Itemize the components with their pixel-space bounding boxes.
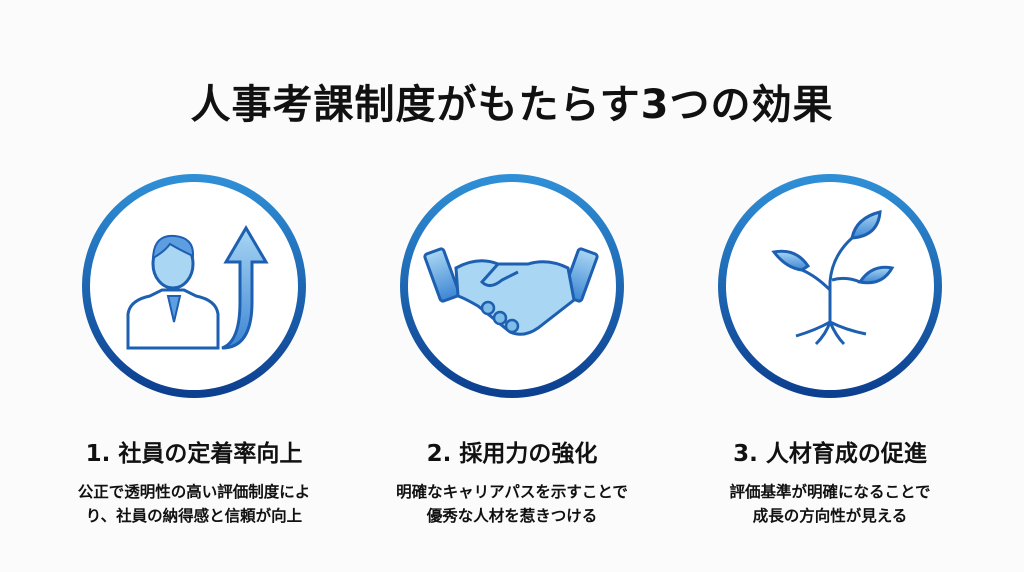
effect-description: 明確なキャリアパスを示すことで 優秀な人材を惹きつける bbox=[396, 483, 628, 525]
effect-card-1: 1. 社員の定着率向上 公正で透明性の高い評価制度によ り、社員の納得感と信頼が… bbox=[44, 172, 344, 528]
effect-heading: 3. 人材育成の促進 bbox=[733, 441, 927, 467]
effect-heading: 1. 社員の定着率向上 bbox=[85, 441, 303, 467]
effect-card-2: 2. 採用力の強化 明確なキャリアパスを示すことで 優秀な人材を惹きつける bbox=[362, 172, 662, 528]
effect-heading: 2. 採用力の強化 bbox=[426, 441, 598, 467]
sprout-icon bbox=[718, 174, 942, 398]
page-title: 人事考課制度がもたらす3つの効果 bbox=[190, 82, 834, 128]
effect-description: 公正で透明性の高い評価制度によ り、社員の納得感と信頼が向上 bbox=[77, 483, 311, 525]
businessman-arrow-up-icon bbox=[82, 174, 306, 398]
effect-description: 評価基準が明確になることで 成長の方向性が見える bbox=[729, 483, 931, 525]
handshake-icon bbox=[400, 174, 624, 398]
effect-card-3: 3. 人材育成の促進 評価基準が明確になることで 成長の方向性が見える bbox=[680, 172, 980, 528]
